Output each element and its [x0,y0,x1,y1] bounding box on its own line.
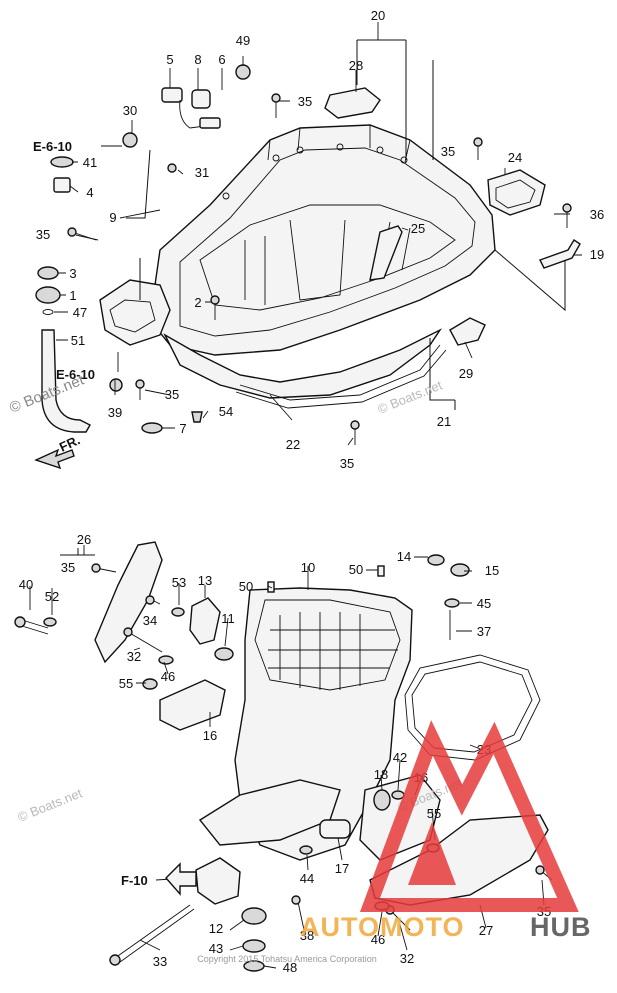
logo-inner-triangle-icon [408,822,456,885]
callout-32: 32 [400,951,414,966]
callout-42: 42 [393,750,407,765]
callout-38: 38 [300,928,314,943]
lower-case-drawing [14,541,553,972]
callout-55: 55 [427,806,441,821]
callout-28: 28 [349,58,363,73]
callout-51: 51 [71,333,85,348]
watermark-boats-net-3: © Boats.net [16,785,85,825]
callout-20: 20 [371,8,385,23]
callout-34: 34 [143,613,157,628]
callout-4: 4 [86,185,93,200]
callout-26: 26 [77,532,91,547]
callout-2: 2 [194,295,201,310]
bottom-cowling-drawing [34,22,582,470]
callout-35: 35 [298,94,312,109]
callout-41: 41 [83,155,97,170]
callout-53: 53 [172,575,186,590]
callout-44: 44 [300,871,314,886]
callout-39: 39 [108,405,122,420]
callout-24: 24 [508,150,522,165]
callout-27: 27 [479,923,493,938]
callout-8: 8 [194,52,201,67]
callout-49: 49 [236,33,250,48]
callout-6: 6 [218,52,225,67]
callout-43: 43 [209,941,223,956]
callout-35: 35 [165,387,179,402]
callout-46: 46 [371,932,385,947]
callout-35: 35 [61,560,75,575]
callout-48: 48 [283,960,297,975]
callout-37: 37 [477,624,491,639]
callout-15: 15 [485,563,499,578]
reference-e-6-10-bottom: E-6-10 [56,367,95,382]
callout-25: 25 [411,221,425,236]
callout-21: 21 [437,414,451,429]
callout-18: 18 [374,767,388,782]
callout-13: 13 [198,573,212,588]
callout-32: 32 [127,649,141,664]
callout-7: 7 [179,421,186,436]
callout-29: 29 [459,366,473,381]
callout-31: 31 [195,165,209,180]
callout-35: 35 [340,456,354,471]
watermark-boats-net-2: © Boats.net [376,377,445,417]
callout-11: 11 [221,611,235,626]
callout-30: 30 [123,103,137,118]
callout-9: 9 [109,210,116,225]
callout-47: 47 [73,305,87,320]
callout-55: 55 [119,676,133,691]
callout-52: 52 [45,589,59,604]
logo-text-automoto: AUTOMOTO [300,912,465,942]
reference-e-6-10-top: E-6-10 [33,139,72,154]
callout-50: 50 [349,562,363,577]
callout-10: 10 [301,560,315,575]
callout-45: 45 [477,596,491,611]
callout-33: 33 [153,954,167,969]
callout-17: 17 [335,861,349,876]
callout-40: 40 [19,577,33,592]
callout-14: 14 [397,549,411,564]
callout-36: 36 [590,207,604,222]
callout-54: 54 [219,404,233,419]
callout-5: 5 [166,52,173,67]
automotohub-logo: AUTOMOTO HUB [300,720,592,942]
callout-12: 12 [209,921,223,936]
callout-3: 3 [69,266,76,281]
callout-16: 16 [203,728,217,743]
front-direction-label: FR. [57,432,82,454]
callout-35: 35 [441,144,455,159]
logo-mountain-icon [359,720,579,912]
callout-1: 1 [69,288,76,303]
upper-part-labels: 20 28 5 8 6 49 35 30 E-6-10 41 4 31 9 24… [33,8,604,471]
callout-50: 50 [239,579,253,594]
copyright-text: Copyright 2015 Tohatsu America Corporati… [197,954,376,964]
reference-f-10: F-10 [121,873,148,888]
callout-22: 22 [286,437,300,452]
callout-19: 19 [590,247,604,262]
logo-text-hub: HUB [530,912,592,942]
callout-35: 35 [36,227,50,242]
callout-46: 46 [161,669,175,684]
